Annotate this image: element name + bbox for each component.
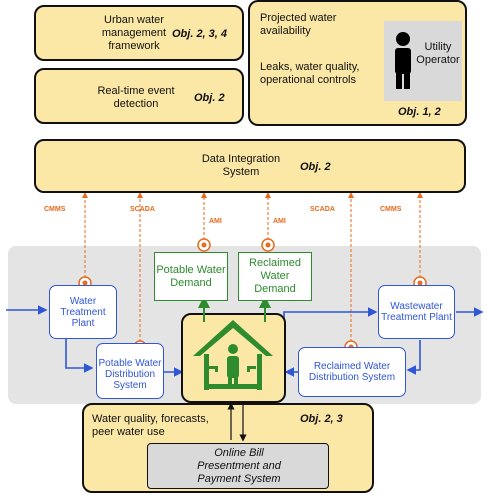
data-integration-box: Data Integration System Obj. 2 bbox=[34, 139, 466, 193]
event-detection-text: Real-time event detection bbox=[97, 85, 175, 110]
customer-obj: Obj. 2, 3 bbox=[300, 413, 343, 425]
framework-text: Urban water management framework bbox=[101, 14, 167, 52]
wastewater-treatment-plant: Wastewater Treatment Plant bbox=[378, 285, 455, 339]
operator-obj: Obj. 1, 2 bbox=[398, 106, 441, 118]
framework-obj: Obj. 2, 3, 4 bbox=[172, 28, 228, 40]
online-bill-system: Online Bill Presentment and Payment Syst… bbox=[147, 443, 329, 489]
reclaimed-distribution-system: Reclaimed Water Distribution System bbox=[298, 347, 406, 397]
customer-info-text: Water quality, forecasts, peer water use bbox=[92, 413, 209, 438]
leaks-quality-text: Leaks, water quality, operational contro… bbox=[260, 61, 360, 86]
operator-person-icon bbox=[395, 32, 411, 89]
flow-wastewater-to-reclaimed bbox=[406, 340, 421, 375]
data-integration-obj: Obj. 2 bbox=[300, 161, 331, 173]
signal-label-ami-2: AMI bbox=[273, 218, 286, 225]
flow-treatment-to-potable bbox=[65, 339, 94, 373]
house-icon bbox=[193, 320, 273, 390]
potable-water-demand: Potable Water Demand bbox=[154, 252, 228, 301]
framework-box: Urban water management framework Obj. 2,… bbox=[34, 5, 244, 61]
reclaimed-water-demand: Reclaimed Water Demand bbox=[238, 252, 312, 301]
online-bill-text: Online Bill Presentment and Payment Syst… bbox=[197, 447, 281, 485]
signal-label-scada-1: SCADA bbox=[130, 206, 155, 213]
signal-label-cmms-1: CMMS bbox=[44, 206, 66, 213]
data-integration-text: Data Integration System bbox=[201, 153, 281, 178]
signal-label-scada-2: SCADA bbox=[310, 206, 335, 213]
operator-panel: Utility Operator bbox=[384, 21, 462, 101]
flow-house-to-wastewater bbox=[283, 307, 378, 340]
signal-label-ami-1: AMI bbox=[209, 218, 222, 225]
water-treatment-plant: Water Treatment Plant bbox=[49, 285, 117, 339]
signal-label-cmms-2: CMMS bbox=[380, 206, 402, 213]
operator-box: Projected water availability Leaks, wate… bbox=[248, 0, 467, 126]
operator-label: Utility Operator bbox=[416, 41, 460, 66]
projected-availability-text: Projected water availability bbox=[260, 12, 337, 37]
potable-distribution-system: Potable Water Distribution System bbox=[96, 343, 164, 399]
event-detection-obj: Obj. 2 bbox=[194, 92, 225, 104]
event-detection-box: Real-time event detection Obj. 2 bbox=[34, 68, 244, 124]
